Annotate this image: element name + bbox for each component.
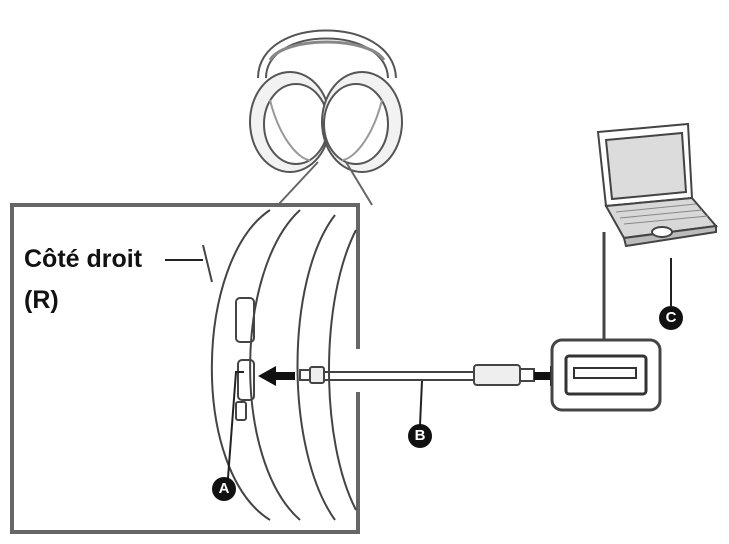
side-label-line1: Côté droit — [24, 245, 143, 273]
arrow-icon — [258, 366, 295, 386]
side-label-tick — [202, 244, 213, 283]
marker-c: C — [659, 306, 683, 330]
marker-a-leader — [227, 371, 244, 479]
zoom-connector-left — [277, 161, 319, 206]
usb-port-icon — [550, 338, 662, 412]
zoom-connector-right — [345, 161, 373, 206]
laptop-icon — [596, 122, 718, 248]
marker-b: B — [408, 424, 432, 448]
zoom-frame — [10, 203, 360, 534]
marker-b-leader — [419, 380, 423, 426]
marker-a: A — [212, 477, 236, 501]
earcup-closeup — [210, 209, 357, 521]
headphones-icon — [249, 29, 403, 173]
side-label-line2: (R) — [24, 286, 59, 314]
usb-cable-icon — [299, 364, 535, 386]
